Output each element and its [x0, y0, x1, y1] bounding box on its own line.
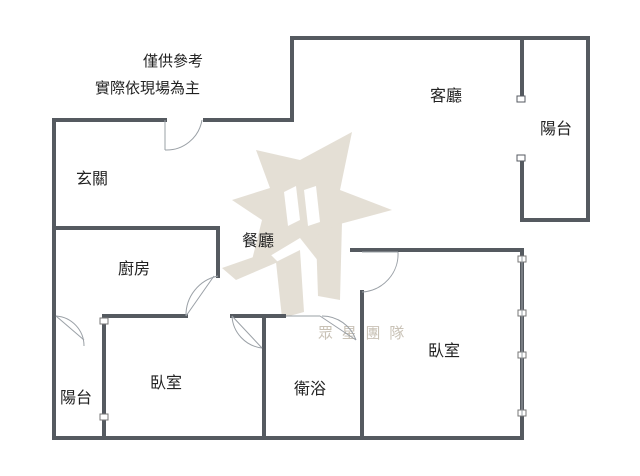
- interior-wall: [52, 226, 524, 440]
- room-label-balcony-left: 陽台: [60, 388, 92, 407]
- room-label-balcony-right: 陽台: [540, 119, 572, 138]
- room-label-kitchen: 廚房: [118, 259, 150, 278]
- door-swing: [185, 275, 219, 317]
- window: [99, 317, 109, 325]
- disclaimer-line-1: 僅供參考: [143, 52, 203, 70]
- window: [99, 413, 109, 421]
- door-swing: [55, 315, 85, 347]
- disclaimer-line-2: 實際依現場為主: [95, 79, 200, 97]
- balcony-door-jamb: [516, 154, 526, 162]
- room-label-bedroom-right: 臥室: [428, 341, 460, 360]
- room-label-dining: 餐廳: [242, 231, 274, 250]
- door-swing: [361, 251, 399, 293]
- door-swing: [319, 315, 357, 341]
- exterior-wall: [52, 36, 590, 440]
- room-label-bathroom: 衛浴: [294, 379, 326, 398]
- watermark-star-logo: [222, 132, 392, 318]
- door-swing: [164, 119, 203, 151]
- door-swing: [231, 315, 263, 349]
- room-label-living: 客廳: [430, 86, 462, 105]
- balcony-door-jamb: [516, 95, 526, 103]
- room-label-entry: 玄關: [76, 169, 108, 188]
- room-label-bedroom-left: 臥室: [150, 373, 182, 392]
